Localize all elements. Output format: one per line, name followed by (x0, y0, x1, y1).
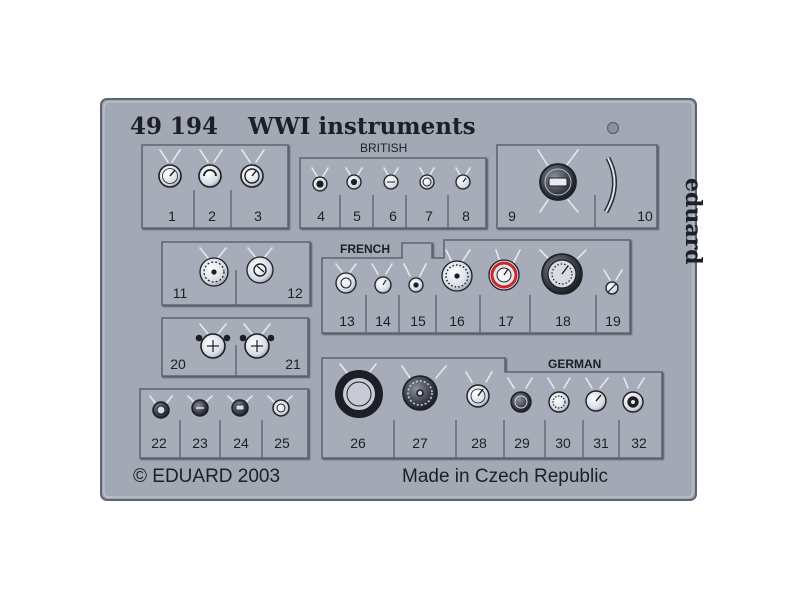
part-number-23: 23 (192, 435, 208, 451)
part-number-3: 3 (254, 208, 262, 224)
attachment-tabs (149, 149, 645, 405)
part-number-11: 11 (173, 285, 188, 301)
copyright-text: © EDUARD 2003 (133, 466, 280, 487)
part-carriers (139, 144, 663, 459)
dial-11 (199, 257, 229, 287)
dial-20 (195, 333, 231, 359)
part-number-28: 28 (471, 435, 487, 451)
sheet-title: WWI instruments (247, 113, 476, 140)
part-number-1: 1 (168, 208, 176, 224)
dial-6 (383, 174, 399, 190)
dial-30 (548, 391, 570, 413)
dial-13 (335, 272, 357, 294)
part-number-18: 18 (555, 313, 571, 329)
dial-1 (158, 164, 182, 188)
dial-29 (510, 391, 532, 413)
fret-hole (606, 121, 620, 135)
part-number-31: 31 (593, 435, 609, 451)
part-number-9: 9 (508, 208, 516, 224)
part-number-12: 12 (287, 285, 303, 301)
dial-2 (198, 164, 222, 188)
dial-15 (408, 277, 424, 293)
part-number-19: 19 (605, 313, 621, 329)
dial-32 (622, 391, 644, 413)
dial-8 (455, 174, 471, 190)
dial-14 (374, 276, 392, 294)
part-number-13: 13 (339, 313, 355, 329)
dial-19 (605, 281, 619, 295)
part-number-30: 30 (555, 435, 571, 451)
part-number-8: 8 (462, 208, 470, 224)
dial-25 (272, 399, 290, 417)
dial-18 (541, 253, 583, 295)
part-number-29: 29 (514, 435, 530, 451)
part-number-2: 2 (208, 208, 216, 224)
dial-31 (585, 390, 607, 412)
part-number-10: 10 (637, 208, 653, 224)
origin-text: Made in Czech Republic (402, 466, 608, 487)
part-number-15: 15 (410, 313, 426, 329)
dial-4 (312, 176, 328, 192)
group-label-french: FRENCH (340, 242, 390, 256)
brand-logo: eduard (680, 178, 706, 265)
group-label-german: GERMAN (548, 357, 601, 371)
part-number-25: 25 (274, 435, 290, 451)
part-number-27: 27 (412, 435, 428, 451)
part-number-32: 32 (631, 435, 647, 451)
dial-7 (419, 174, 435, 190)
part-number-21: 21 (285, 356, 301, 372)
dial-28 (466, 384, 490, 408)
sheet-code: 49 194 (130, 113, 218, 140)
dial-26 (335, 370, 383, 418)
group-label-british: BRITISH (360, 141, 407, 155)
part-number-26: 26 (350, 435, 366, 451)
part-number-16: 16 (449, 313, 465, 329)
dial-21 (239, 333, 275, 359)
carrier-slits (179, 190, 620, 458)
part-number-5: 5 (353, 208, 361, 224)
dial-5 (346, 174, 362, 190)
dial-3 (240, 164, 264, 188)
dial-27 (402, 375, 438, 411)
dial-12 (246, 256, 274, 284)
dial-9 (539, 163, 577, 201)
dial-23 (191, 399, 209, 417)
part-number-17: 17 (498, 313, 514, 329)
dial-22 (152, 401, 170, 419)
part-number-20: 20 (170, 356, 186, 372)
dial-24 (231, 399, 249, 417)
part-number-22: 22 (151, 435, 167, 451)
dial-17 (488, 259, 520, 291)
instrument-dials (152, 156, 644, 419)
dial-16 (441, 260, 473, 292)
part-number-24: 24 (233, 435, 249, 451)
part-number-7: 7 (425, 208, 433, 224)
part-number-14: 14 (375, 313, 391, 329)
part-number-4: 4 (317, 208, 325, 224)
part-number-6: 6 (389, 208, 397, 224)
